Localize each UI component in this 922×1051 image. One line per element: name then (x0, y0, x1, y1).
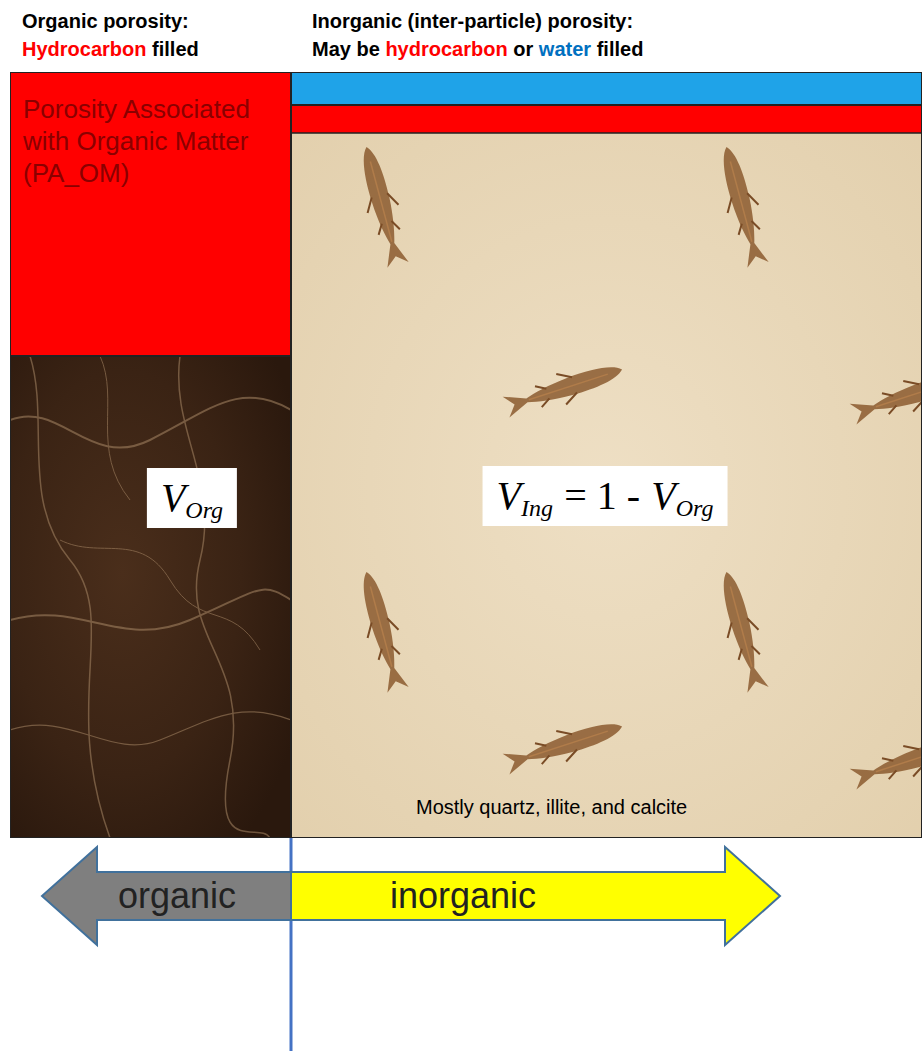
inorganic-arrow: inorganic (291, 847, 780, 945)
text-group: Porosity Associated with Organic Matter … (23, 93, 278, 189)
header-label: hydrocarbon (385, 38, 507, 60)
organic-texture (10, 356, 291, 838)
header-label: Inorganic (inter-particle) porosity: (312, 10, 633, 32)
symbol-text: V (161, 475, 185, 520)
inorganic-matrix-box: VIng= 1 -VOrgMostly quartz, illite, and … (291, 72, 922, 838)
band-divider (291, 104, 922, 106)
header-line: Inorganic (inter-particle) porosity: (312, 8, 633, 34)
box-text: Mostly quartz, illite, and calcite (416, 796, 687, 818)
header-label: filled (597, 38, 644, 60)
text-group: inorganic (390, 875, 536, 917)
subscript-text: Org (185, 497, 223, 523)
subscript-text: Ing (521, 495, 553, 521)
hydrocarbon-band (291, 106, 922, 133)
water-band (291, 72, 922, 104)
box-text: Porosity Associated with Organic Matter … (23, 93, 278, 189)
organic-matter-box: VOrg (10, 356, 291, 838)
block-arrow (42, 847, 291, 945)
block-arrow (291, 847, 780, 945)
text-group: Mostly quartz, illite, and calcite (416, 795, 687, 819)
header-label: filled (152, 38, 199, 60)
inorganic-texture (291, 133, 922, 838)
header-label: water (539, 38, 591, 60)
band-divider (291, 132, 922, 134)
symbol-label-box: VOrg (147, 468, 237, 528)
header-line: Hydrocarbon filled (22, 36, 199, 62)
header-label: Hydrocarbon (22, 38, 146, 60)
organic-arrow: organic (42, 847, 291, 945)
subscript-text: Org (676, 495, 714, 521)
header-line: May behydrocarbon orwater filled (312, 36, 643, 62)
fish-fossils (351, 143, 922, 794)
header-label: May be (312, 38, 380, 60)
text-group: organic (118, 875, 236, 917)
symbol-label-box: VIng= 1 -VOrg (483, 466, 728, 526)
organic-porosity-box: Porosity Associated with Organic Matter … (10, 72, 291, 356)
arrow-label: inorganic (390, 875, 536, 916)
symbol-text: V (651, 473, 675, 518)
symbol-text: V (497, 473, 521, 518)
header-label: Organic porosity: (22, 10, 189, 32)
symbol-text: = 1 - (564, 473, 640, 518)
arrow-label: organic (118, 875, 236, 916)
header-label: or (513, 38, 533, 60)
header-line: Organic porosity: (22, 8, 189, 34)
marble-veins (10, 356, 291, 838)
divider-line (290, 838, 293, 1051)
